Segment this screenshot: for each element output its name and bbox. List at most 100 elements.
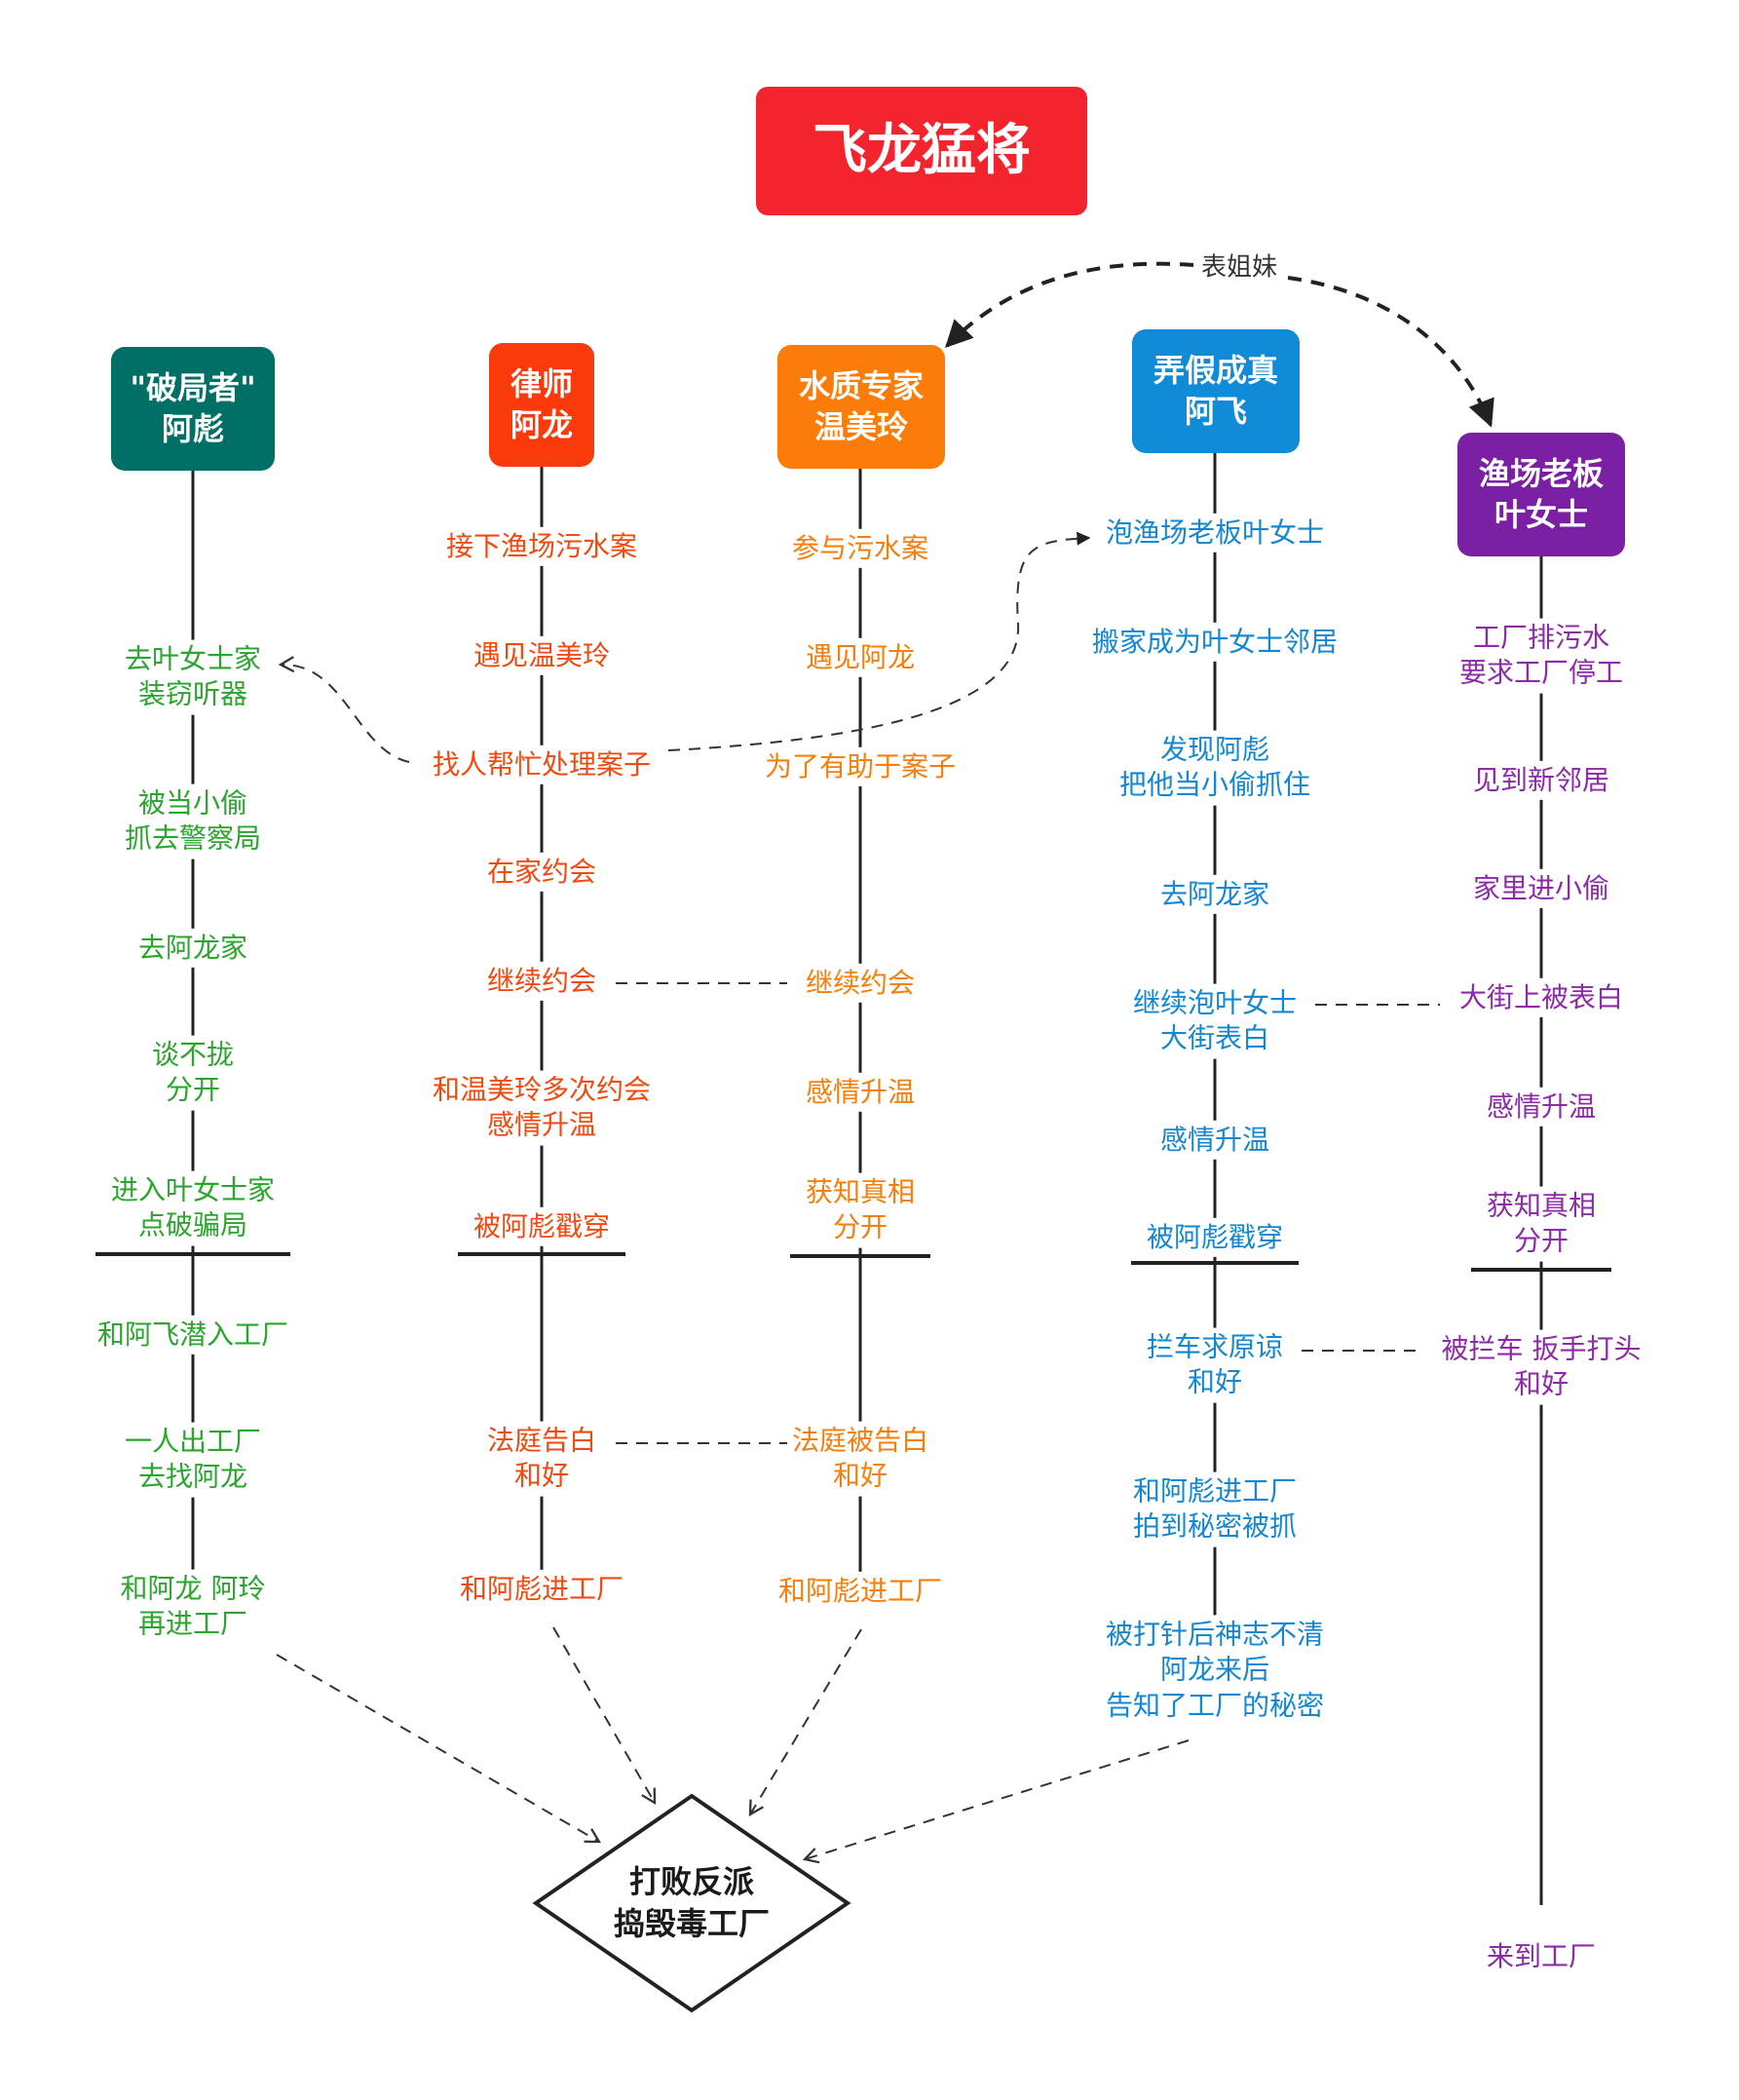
purple-event-line: 和好 (1513, 1368, 1569, 1400)
blue-event: 去阿龙家 (1155, 874, 1274, 915)
final-arrow-from-afei (802, 1739, 1190, 1864)
green-event: 被当小偷抓去警察局 (120, 783, 266, 859)
orange-event-line: 为了有助于案子 (764, 749, 957, 783)
green-event-line: 再进工厂 (137, 1608, 247, 1640)
red-event-line: 遇见温美玲 (473, 638, 611, 671)
purple-event: 家里进小偷 (1468, 868, 1614, 909)
purple-event-line: 要求工厂停工 (1458, 657, 1624, 689)
green-event: 和阿飞潜入工厂 (93, 1315, 293, 1355)
orange-event-line: 法庭被告白 (791, 1424, 929, 1457)
green-event-line: 去阿龙家 (137, 931, 248, 964)
final-goal-diamond (532, 1793, 851, 2013)
hire-arrow-to-abiao (278, 656, 410, 763)
red-event: 继续约会 (482, 961, 601, 1002)
hire-arrow-to-afei (667, 531, 1091, 751)
orange-event: 和阿彪进工厂 (774, 1571, 947, 1612)
blue-event: 发现阿彪把他当小偷抓住 (1115, 730, 1315, 806)
header-along-line2: 阿龙 (510, 405, 573, 443)
blue-event-line: 阿龙来后 (1159, 1653, 1270, 1686)
red-event-line: 和阿彪进工厂 (459, 1572, 624, 1605)
orange-event: 法庭被告白和好 (787, 1421, 933, 1497)
red-event: 在家约会 (482, 852, 601, 893)
orange-event-line: 遇见阿龙 (805, 640, 916, 673)
green-event-line: 点破骗局 (137, 1209, 248, 1241)
purple-event: 大街上被表白 (1455, 977, 1628, 1018)
header-along: 律师 阿龙 (489, 343, 594, 467)
purple-event-line: 家里进小偷 (1472, 871, 1610, 904)
orange-event: 遇见阿龙 (801, 637, 920, 678)
final-goal: 打败反派 捣毁毒工厂 (614, 1861, 770, 1945)
orange-event-line: 获知真相 (805, 1175, 916, 1208)
blue-event-line: 告知了工厂的秘密 (1105, 1689, 1325, 1722)
orange-event: 感情升温 (801, 1072, 920, 1113)
green-event-line: 一人出工厂 (124, 1425, 262, 1458)
orange-event-line: 和阿彪进工厂 (777, 1574, 943, 1607)
blue-event-line: 大街表白 (1159, 1022, 1270, 1054)
red-event-line: 和好 (513, 1460, 570, 1492)
purple-event: 来到工厂 (1482, 1936, 1601, 1977)
blue-event: 被打针后神志不清阿龙来后告知了工厂的秘密 (1101, 1615, 1329, 1726)
header-wenmeiling-line1: 水质专家 (798, 366, 924, 404)
red-event-line: 接下渔场污水案 (445, 529, 638, 562)
final-goal-line2: 捣毁毒工厂 (613, 1905, 771, 1942)
header-wenmeiling: 水质专家 温美玲 (777, 345, 945, 469)
blue-event-line: 把他当小偷抓住 (1118, 769, 1311, 801)
red-event-line: 继续约会 (486, 964, 597, 997)
final-arrow-from-along (552, 1626, 657, 1806)
header-abiao-line1: "破局者" (130, 368, 256, 406)
green-event: 进入叶女士家点破骗局 (106, 1170, 280, 1246)
relation-label-cousins: 表姐妹 (1194, 247, 1284, 284)
green-event-line: 去叶女士家 (124, 642, 262, 675)
green-event: 谈不拢分开 (147, 1035, 239, 1111)
final-goal-line1: 打败反派 (628, 1862, 755, 1900)
header-yenvshi-line1: 渔场老板 (1478, 454, 1604, 492)
green-event-line: 进入叶女士家 (110, 1173, 276, 1206)
red-event: 遇见温美玲 (469, 635, 615, 676)
blue-event-line: 拍到秘密被抓 (1132, 1510, 1298, 1543)
green-event-line: 分开 (165, 1074, 221, 1106)
purple-event: 感情升温 (1482, 1087, 1601, 1127)
header-abiao: "破局者" 阿彪 (111, 347, 275, 471)
blue-event: 和阿彪进工厂拍到秘密被抓 (1128, 1471, 1302, 1547)
header-abiao-line2: 阿彪 (161, 409, 224, 447)
blue-event: 继续泡叶女士大街表白 (1128, 983, 1302, 1059)
blue-event-line: 拦车求原谅 (1146, 1330, 1284, 1363)
final-arrow-from-wenmeiling (748, 1628, 862, 1816)
blue-event-line: 泡渔场老板叶女士 (1105, 515, 1325, 549)
green-event: 一人出工厂去找阿龙 (120, 1422, 266, 1498)
red-event: 和温美玲多次约会感情升温 (428, 1070, 656, 1146)
purple-event-line: 分开 (1513, 1225, 1569, 1257)
header-afei-line2: 阿飞 (1184, 392, 1247, 430)
purple-event: 见到新邻居 (1468, 760, 1614, 801)
red-event: 被阿彪戳穿 (469, 1206, 615, 1247)
blue-event-line: 搬家成为叶女士邻居 (1091, 625, 1339, 658)
red-event: 接下渔场污水案 (441, 526, 642, 567)
blue-event-line: 发现阿彪 (1159, 733, 1270, 766)
blue-event-line: 和好 (1187, 1366, 1243, 1398)
green-event: 去叶女士家装窃听器 (120, 639, 266, 715)
green-event-line: 去找阿龙 (137, 1461, 248, 1493)
purple-event-line: 感情升温 (1486, 1089, 1597, 1123)
blue-event-line: 被阿彪戳穿 (1146, 1220, 1284, 1253)
orange-event: 获知真相分开 (801, 1172, 920, 1248)
red-event-line: 被阿彪戳穿 (473, 1209, 611, 1242)
orange-event-line: 分开 (832, 1211, 888, 1243)
purple-event-line: 来到工厂 (1486, 1939, 1597, 1972)
blue-event-line: 去阿龙家 (1159, 877, 1270, 910)
orange-event: 为了有助于案子 (760, 746, 961, 787)
blue-event: 搬家成为叶女士邻居 (1087, 622, 1342, 663)
green-event-line: 和阿龙 阿玲 (120, 1572, 266, 1605)
orange-event: 继续约会 (801, 963, 920, 1004)
header-along-line1: 律师 (510, 364, 573, 402)
title-text: 飞龙猛将 (813, 118, 1031, 182)
green-event-line: 装窃听器 (137, 678, 248, 710)
green-event: 去阿龙家 (133, 928, 252, 969)
blue-event: 被阿彪戳穿 (1142, 1217, 1288, 1258)
header-afei-line1: 弄假成真 (1153, 351, 1278, 389)
green-event: 和阿龙 阿玲再进工厂 (116, 1569, 270, 1645)
green-event-line: 抓去警察局 (124, 822, 262, 855)
red-event-line: 感情升温 (486, 1109, 597, 1141)
blue-event-line: 和阿彪进工厂 (1132, 1474, 1298, 1508)
orange-event: 参与污水案 (787, 528, 933, 569)
